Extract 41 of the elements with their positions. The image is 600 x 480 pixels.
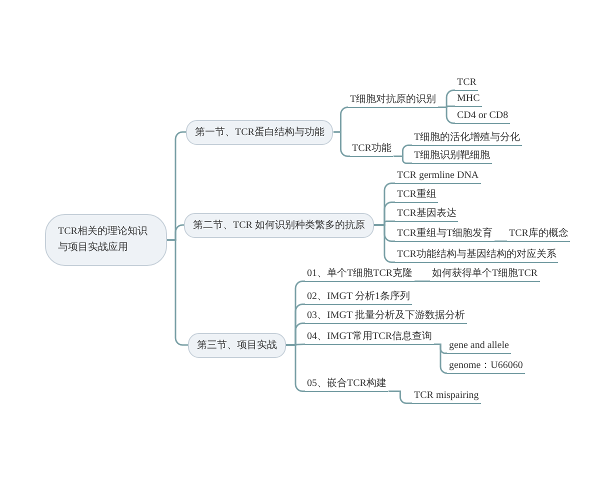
- topic-box: [188, 332, 286, 358]
- branch-line: [434, 344, 448, 374]
- branch-line: [286, 344, 305, 392]
- branch-label: 01、单个T细胞TCR克隆: [305, 267, 415, 282]
- branch-line: [333, 131, 350, 157]
- branch-label: TCR功能: [350, 142, 394, 157]
- branch-line: [286, 344, 306, 346]
- branch-label: genome：U66060: [447, 359, 525, 374]
- branch-line: [494, 240, 507, 242]
- branch-label: 03、IMGT 批量分析及下游数据分析: [305, 309, 467, 324]
- branch-label: MHC: [455, 92, 482, 107]
- branch-label: TCR库的概念: [507, 227, 570, 242]
- branch-label: T细胞识别靶细胞: [412, 149, 492, 164]
- branch-label: CD4 or CD8: [455, 109, 510, 124]
- branch-label: T细胞对抗原的识别: [348, 93, 438, 108]
- branch-label: TCR基因表达: [395, 207, 458, 222]
- root-topic-box: [45, 214, 167, 266]
- topic-box: [184, 212, 374, 238]
- branch-line: [393, 156, 412, 164]
- branch-label: TCR: [455, 76, 478, 91]
- topic-label: 第二节、TCR 如何识别种类繁多的抗原: [193, 218, 365, 232]
- branch-label: T细胞的活化增殖与分化: [412, 131, 522, 146]
- branch-line: [414, 280, 430, 282]
- branch-label: 如何获得单个T细胞TCR: [430, 267, 540, 282]
- branch-label: 04、IMGT常用TCR信息查询: [305, 330, 434, 345]
- branch-label: TCR功能结构与基因结构的对应关系: [395, 248, 558, 263]
- branch-label: 05、嵌合TCR构建: [305, 377, 388, 392]
- branch-line: [374, 224, 395, 263]
- branch-label: TCR重组与T细胞发育: [395, 227, 495, 242]
- topic-label: 第三节、项目实战: [197, 338, 277, 352]
- branch-label: 02、IMGT 分析1条序列: [305, 290, 412, 305]
- topic-label: TCR相关的理论知识与项目实战应用: [58, 224, 148, 255]
- branch-line: [388, 390, 412, 404]
- branch-line: [438, 106, 455, 124]
- branch-label: TCR mispairing: [412, 389, 481, 404]
- branch-label: TCR germline DNA: [395, 169, 481, 184]
- branch-label: gene and allele: [447, 339, 511, 354]
- branch-line: [167, 239, 188, 346]
- branch-label: TCR重组: [395, 188, 438, 203]
- topic-label: 第一节、TCR蛋白结构与功能: [195, 126, 324, 138]
- topic-box: [186, 120, 334, 144]
